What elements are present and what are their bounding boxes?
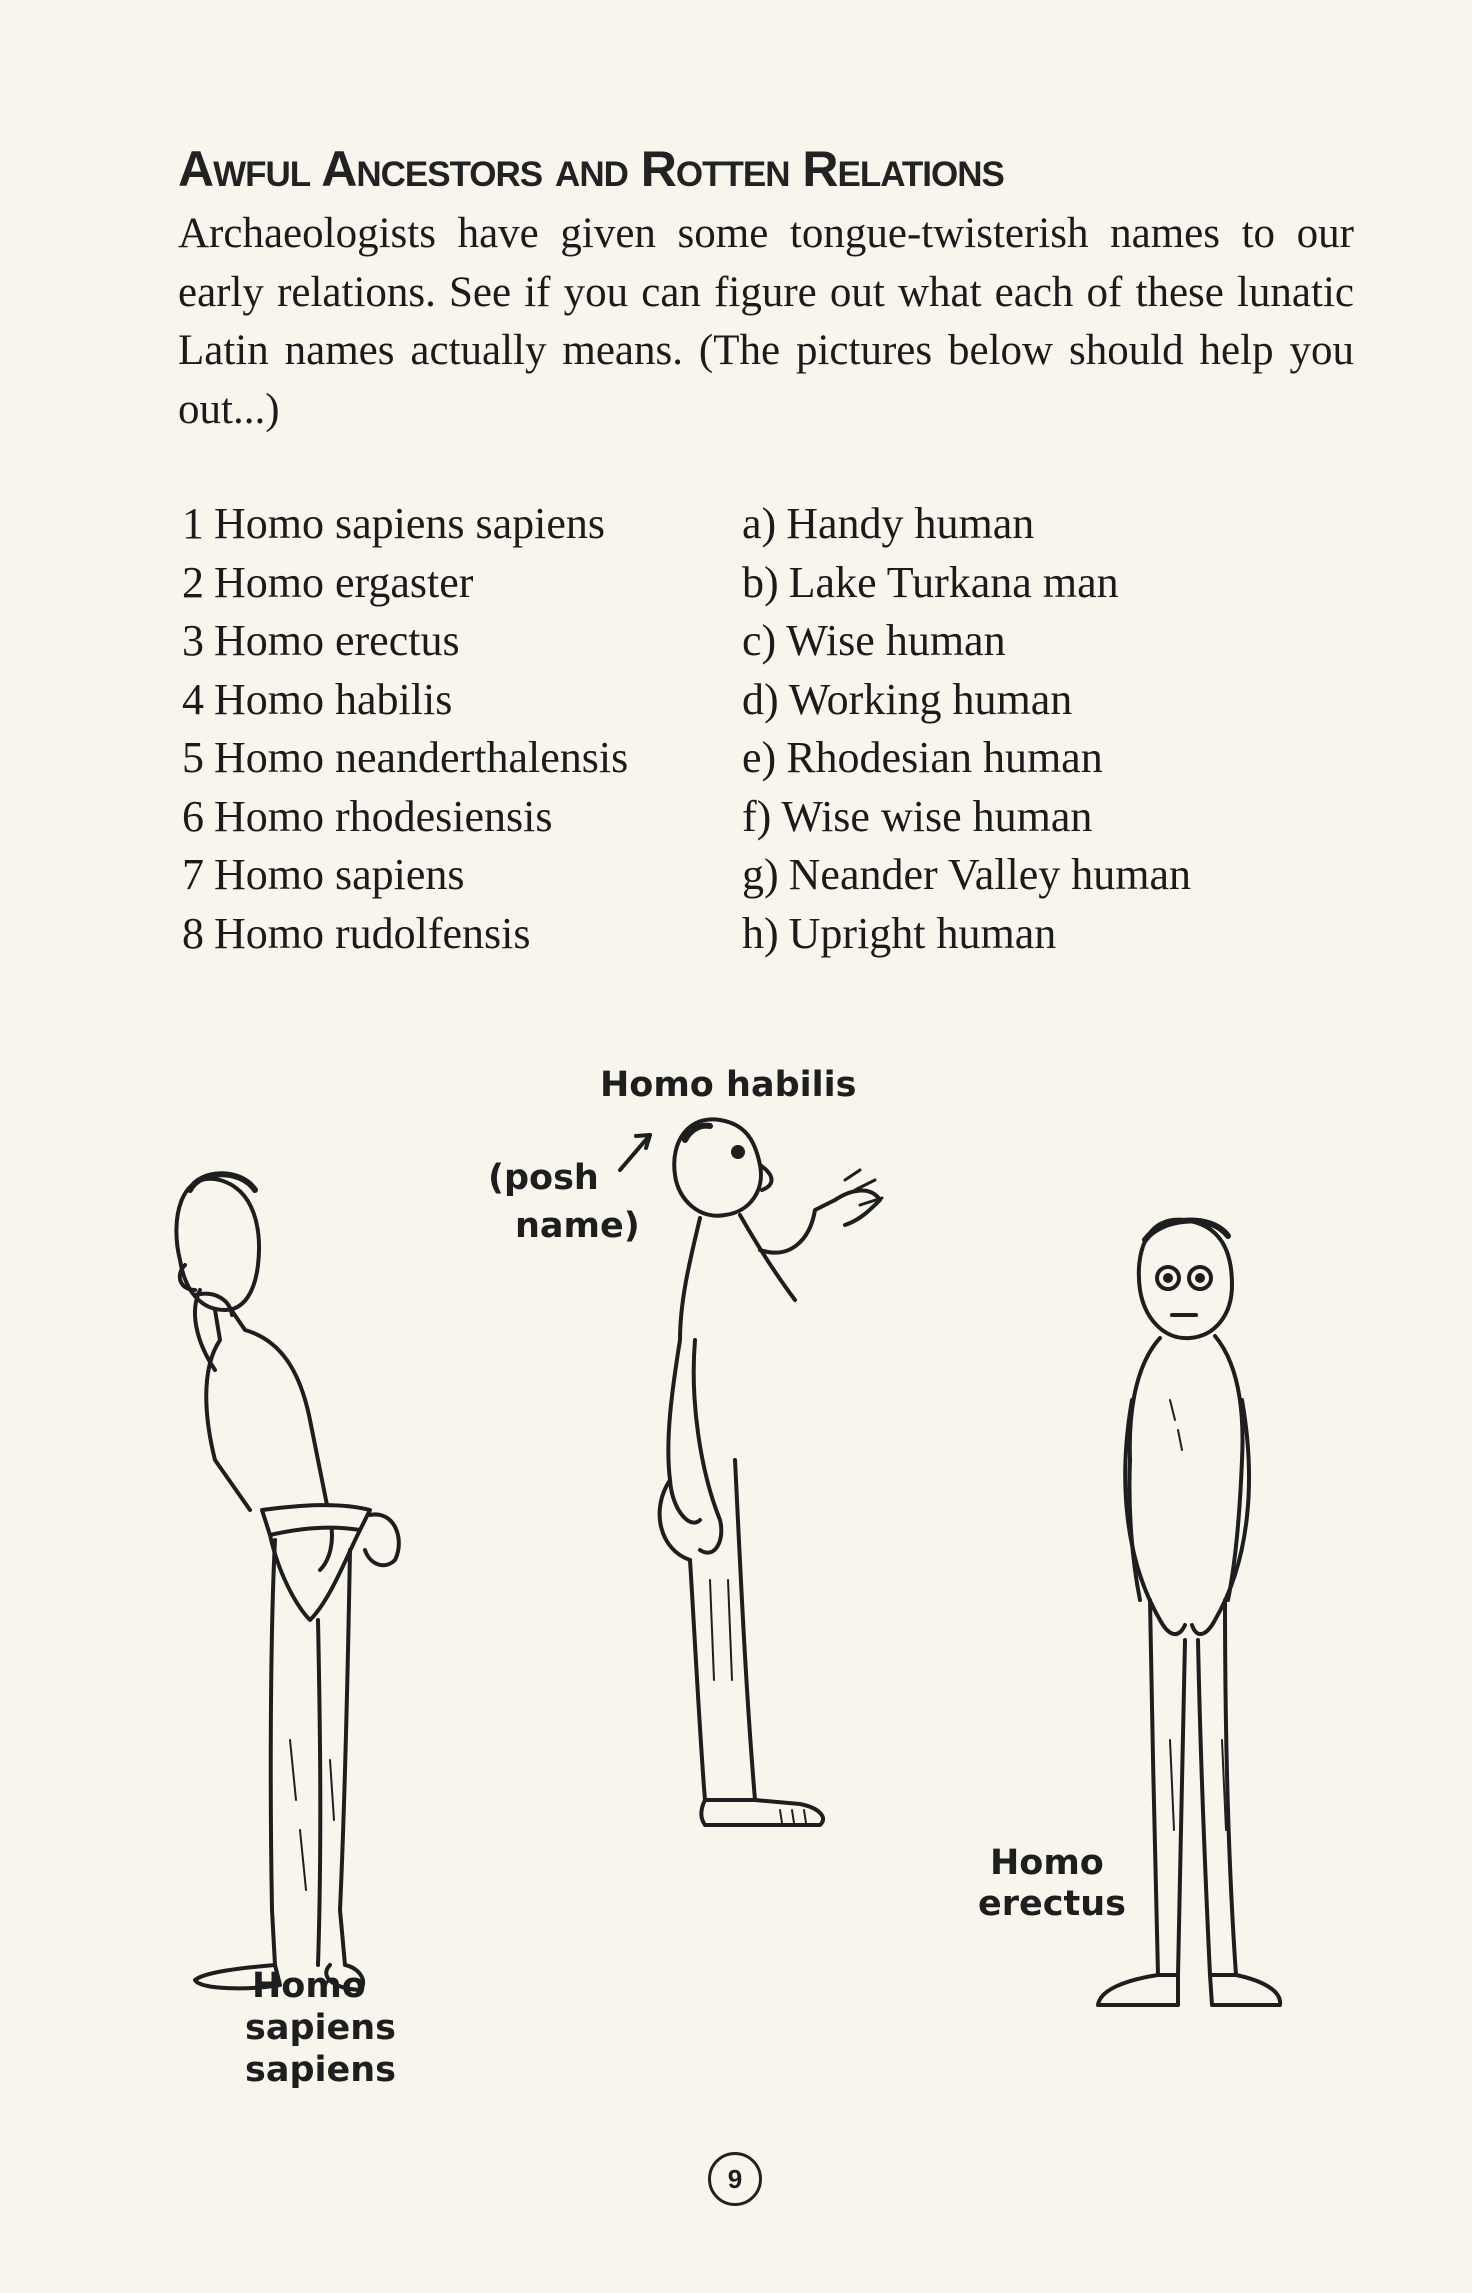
list-item: d)Working human: [742, 674, 1073, 724]
caption-erectus-line-2: erectus: [978, 1884, 1126, 1924]
list-item: f)Wise wise human: [742, 791, 1093, 841]
caption-sapiens-line-1: Homo: [252, 1966, 366, 2006]
meanings-list: a)Handy human b)Lake Turkana man c)Wise …: [742, 495, 1191, 963]
list-item: e)Rhodesian human: [742, 733, 1103, 782]
caption-homo-habilis: Homo habilis: [600, 1065, 857, 1105]
list-item: c)Wise human: [742, 616, 1006, 665]
page-title: Awful Ancestors and Rotten Relations: [178, 141, 1005, 197]
list-item: g)Neander Valley human: [742, 850, 1192, 899]
caption-sapiens-line-3: sapiens: [245, 2050, 396, 2090]
list-item: a)Handy human: [742, 499, 1035, 548]
caption-posh-line-1: (posh: [488, 1158, 599, 1198]
homo-erectus-figure: [1096, 1217, 1283, 2007]
caption-sapiens-line-2: sapiens: [245, 2008, 396, 2048]
homo-sapiens-sapiens-figure: [174, 1171, 401, 1992]
list-item: b)Lake Turkana man: [742, 557, 1119, 607]
page-number: 9: [708, 2152, 762, 2206]
homo-habilis-figure: [618, 1117, 884, 1827]
caption-erectus-line-1: Homo: [990, 1843, 1104, 1883]
intro-paragraph: Archaeologists have given some tongue-tw…: [178, 210, 1354, 433]
list-item: h)Upright human: [742, 908, 1057, 958]
cartoon-illustration: [174, 1117, 1283, 2007]
caption-posh-line-2: name): [515, 1206, 640, 1246]
